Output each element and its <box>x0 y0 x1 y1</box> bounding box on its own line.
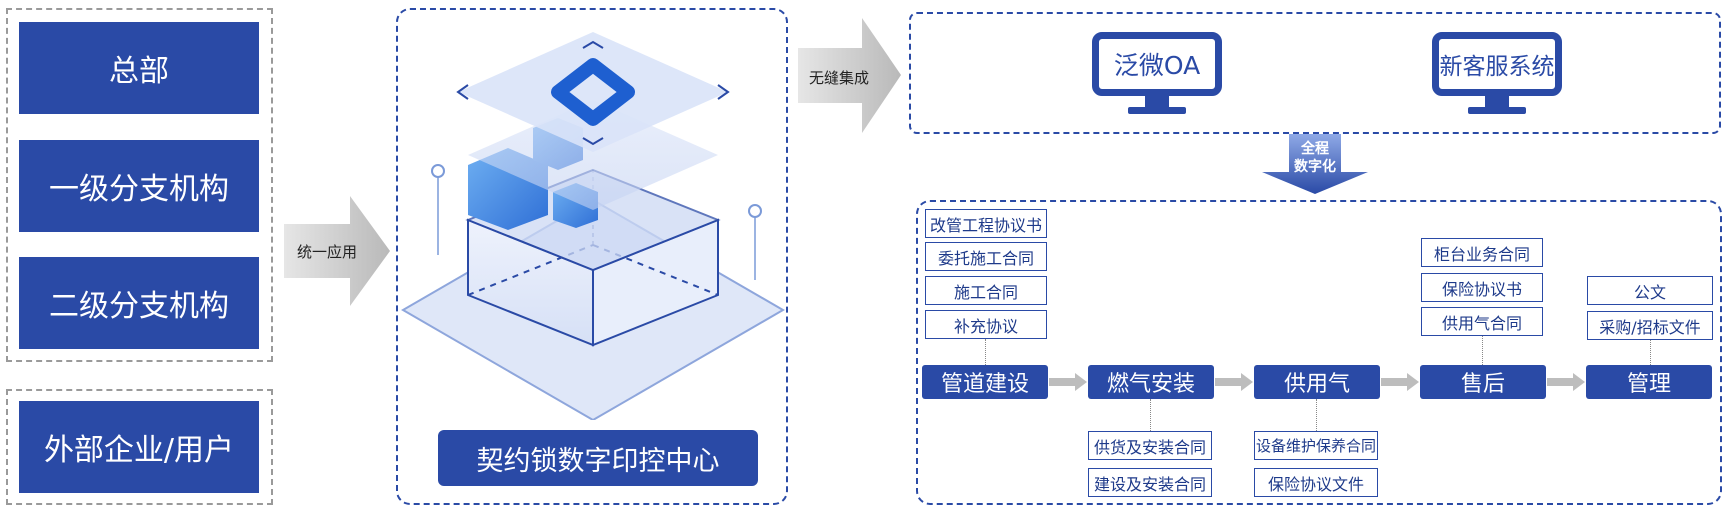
monitor-crm-neck <box>1485 96 1509 108</box>
flow-arrow <box>1381 373 1419 391</box>
doc-item: 建设及安装合同 <box>1088 468 1212 497</box>
connector-line <box>1150 399 1151 431</box>
arrow-seamless <box>798 18 901 133</box>
stage-pipeline: 管道建设 <box>922 365 1048 399</box>
doc-item: 柜台业务合同 <box>1421 238 1543 267</box>
connector-line <box>1482 336 1483 365</box>
stage-gas-supply: 供用气 <box>1254 365 1380 399</box>
doc-item: 改管工程协议书 <box>925 209 1047 238</box>
flow-arrow <box>1049 373 1087 391</box>
center-title: 契约锁数字印控中心 <box>438 430 758 486</box>
connector-line <box>1650 340 1651 365</box>
monitor-oa: 泛微OA <box>1092 32 1222 96</box>
stage-management: 管理 <box>1586 365 1712 399</box>
doc-item: 委托施工合同 <box>925 242 1047 271</box>
org-branch-level2: 二级分支机构 <box>19 257 259 349</box>
doc-item: 保险协议文件 <box>1254 468 1378 497</box>
monitor-crm-stand <box>1468 107 1526 114</box>
connector-line <box>1316 399 1317 431</box>
org-group-external <box>6 389 273 505</box>
doc-item: 采购/招标文件 <box>1587 311 1713 340</box>
stage-gas-install: 燃气安装 <box>1088 365 1214 399</box>
doc-item: 供用气合同 <box>1421 307 1543 336</box>
doc-item: 补充协议 <box>925 310 1047 339</box>
process-panel <box>916 200 1722 505</box>
monitor-crm: 新客服系统 <box>1432 32 1562 96</box>
doc-item: 施工合同 <box>925 276 1047 305</box>
flow-arrow <box>1547 373 1585 391</box>
org-hq: 总部 <box>19 22 259 114</box>
arrow-full-digital-label-1: 全程 <box>1301 141 1329 157</box>
arrow-unified <box>284 196 390 306</box>
org-branch-level1: 一级分支机构 <box>19 140 259 232</box>
doc-item: 公文 <box>1587 276 1713 305</box>
org-group-internal <box>6 8 273 362</box>
monitor-oa-stand <box>1128 107 1186 114</box>
flow-arrow <box>1215 373 1253 391</box>
arrow-full-digital-label-2: 数字化 <box>1294 159 1336 175</box>
doc-item: 供货及安装合同 <box>1088 431 1212 460</box>
stage-after-sales: 售后 <box>1420 365 1546 399</box>
arrow-full-digital <box>1262 134 1368 194</box>
connector-line <box>985 339 986 365</box>
arrow-unified-label: 统一应用 <box>297 243 358 261</box>
center-panel <box>396 8 788 505</box>
arrow-seamless-label: 无缝集成 <box>809 69 870 87</box>
monitor-oa-neck <box>1145 96 1169 108</box>
systems-panel <box>909 12 1721 134</box>
doc-item: 设备维护保养合同 <box>1254 431 1378 460</box>
doc-item: 保险协议书 <box>1421 273 1543 302</box>
org-external: 外部企业/用户 <box>19 401 259 493</box>
platform-illustration <box>401 32 785 420</box>
